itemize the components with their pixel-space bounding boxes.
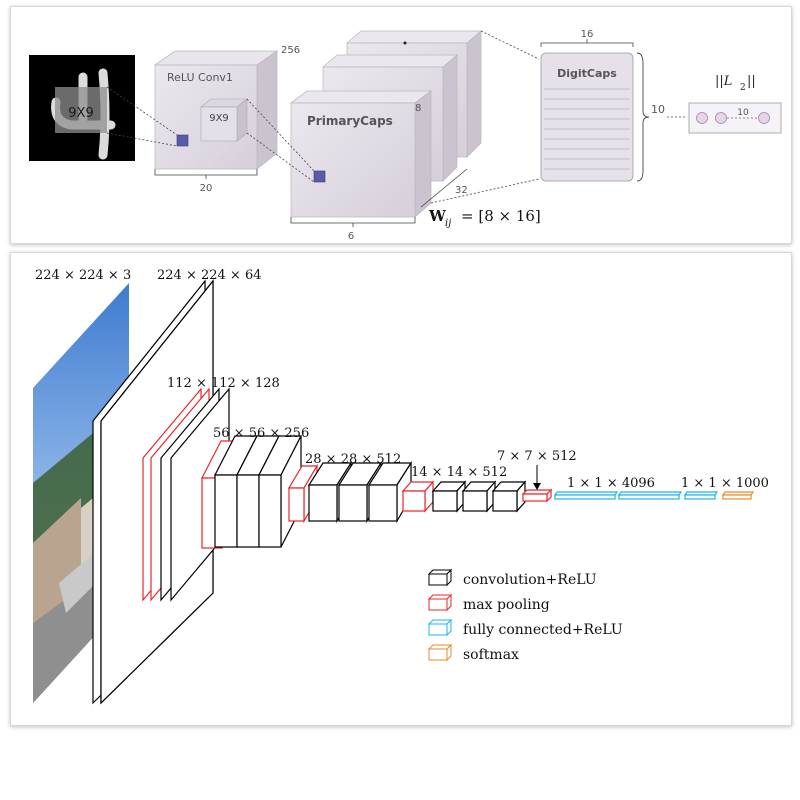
primarycaps-count-label: 32 xyxy=(455,185,468,196)
primarycaps-stack: PrimaryCaps 8 6 32 xyxy=(289,30,483,242)
primarycaps-width-label: 6 xyxy=(348,231,354,242)
legend-label-fc: fully connected+ReLU xyxy=(463,622,623,638)
capsnet-diagram: 9X9 ReLU Conv1 256 9X9 20 xyxy=(29,29,782,242)
label-pool5: 7 × 7 × 512 xyxy=(497,449,577,464)
legend-item-softmax: softmax xyxy=(427,643,519,663)
weights-value: = [8 × 16] xyxy=(461,207,541,225)
label-conv3: 56 × 56 × 256 xyxy=(213,426,309,441)
conv1-cube: ReLU Conv1 256 9X9 20 xyxy=(153,45,300,194)
primarycaps-label: PrimaryCaps xyxy=(307,114,393,128)
label-fc: 1 × 1 × 4096 xyxy=(567,476,655,491)
conv5-cube-2 xyxy=(461,480,497,513)
conv1-unit xyxy=(176,134,189,147)
fc8-bar xyxy=(683,491,719,500)
vgg-conv5-block xyxy=(401,480,527,513)
primarycaps-layer-front: PrimaryCaps 8 xyxy=(289,90,433,218)
primarycaps-unit xyxy=(313,170,326,183)
input-kernel-label: 9X9 xyxy=(68,106,93,121)
legend-item-conv: convolution+ReLU xyxy=(427,568,597,588)
digitcaps-count-label: 10 xyxy=(651,103,665,116)
input-digit-image: 9X9 xyxy=(29,55,135,161)
vgg-legend: convolution+ReLU max pooling fully conne… xyxy=(427,568,623,663)
vgg-panel: 224 × 224 × 3 224 × 224 × 64 112 × 112 ×… xyxy=(10,252,792,726)
label-input: 224 × 224 × 3 xyxy=(35,268,131,283)
primarycaps-depth-label: 8 xyxy=(415,103,421,114)
softmax-bar xyxy=(721,491,755,500)
legend-label-maxpool: max pooling xyxy=(463,597,550,613)
l2-output: ||L 2 || 10 xyxy=(688,74,782,134)
receptive-field-box xyxy=(55,87,107,133)
digitcaps-block: 16 DigitCaps 10 xyxy=(540,29,687,182)
capsnet-panel: 9X9 ReLU Conv1 256 9X9 20 xyxy=(10,6,792,244)
conv1-depth-label: 256 xyxy=(281,45,300,56)
vgg-fc-block xyxy=(553,491,755,500)
label-conv1: 224 × 224 × 64 xyxy=(157,268,261,283)
legend-label-conv: convolution+ReLU xyxy=(463,572,597,588)
conv5-cube-1 xyxy=(431,480,467,513)
l2-subscript: 2 xyxy=(740,83,746,93)
legend-item-maxpool: max pooling xyxy=(427,593,550,613)
weights-symbol: W xyxy=(428,207,447,225)
conv1-width-label: 20 xyxy=(200,183,213,194)
label-conv4: 28 × 28 × 512 xyxy=(305,452,401,467)
label-softmax: 1 × 1 × 1000 xyxy=(681,476,769,491)
pool4-cube xyxy=(401,480,435,513)
label-conv2: 112 × 112 × 128 xyxy=(167,376,280,391)
vgg-conv4-block xyxy=(287,460,413,524)
vgg-conv3-block xyxy=(201,435,302,549)
fc7-bar xyxy=(617,491,683,500)
vgg-diagram: 224 × 224 × 3 224 × 224 × 64 112 × 112 ×… xyxy=(33,268,769,705)
weights-subscript: ij xyxy=(445,218,451,229)
legend-label-softmax: softmax xyxy=(463,647,519,663)
conv1-label: ReLU Conv1 xyxy=(167,71,233,84)
digitcaps-dim-label: 16 xyxy=(581,29,594,40)
primarycaps-to-digitcaps-lines xyxy=(430,30,540,204)
label-conv5: 14 × 14 × 512 xyxy=(411,465,507,480)
digitcaps-label: DigitCaps xyxy=(557,67,617,80)
legend-item-fc: fully connected+ReLU xyxy=(427,618,623,638)
conv1-to-primarycaps-lines xyxy=(246,98,315,183)
digitcaps-rows xyxy=(544,88,630,170)
l2-count-label: 10 xyxy=(737,108,749,118)
conv5-cube-3 xyxy=(491,480,527,513)
conv1-kernel-label: 9X9 xyxy=(209,113,229,124)
fc6-bar xyxy=(553,491,619,500)
pool5-cube xyxy=(521,488,553,503)
l2-label-close: || xyxy=(747,74,756,89)
weights-formula: W ij = [8 × 16] xyxy=(428,207,541,229)
l2-label: ||L xyxy=(715,74,732,89)
vgg-layer-labels: 224 × 224 × 3 224 × 224 × 64 112 × 112 ×… xyxy=(35,268,769,491)
